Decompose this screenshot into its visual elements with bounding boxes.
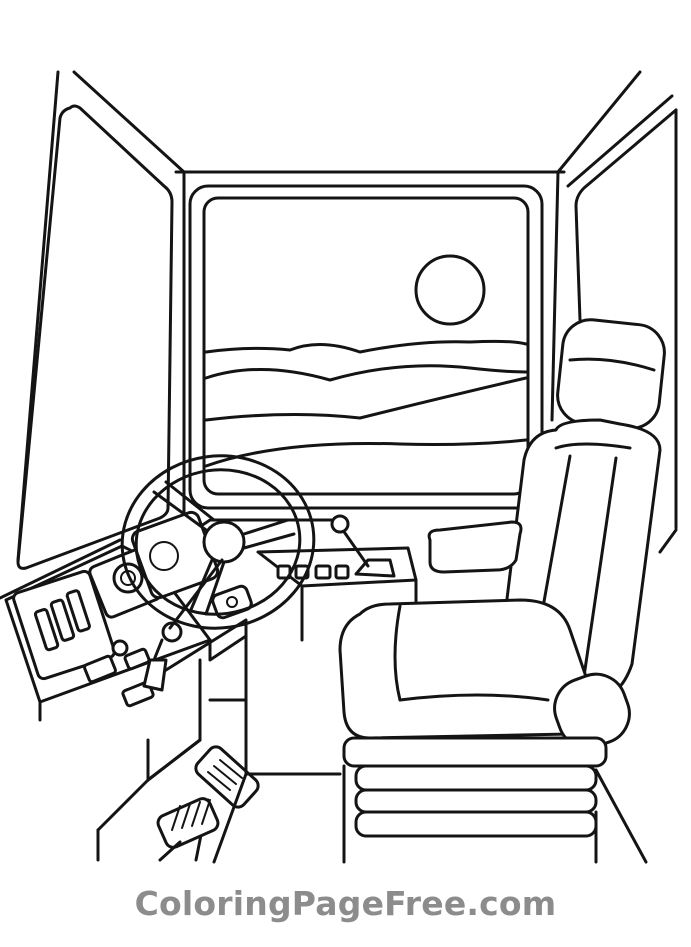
ground-line	[204, 438, 528, 468]
sun	[414, 254, 486, 326]
watermark-label: ColoringPageFree.com	[134, 884, 557, 923]
steering-wheel	[120, 454, 316, 630]
floor	[208, 634, 648, 864]
dashboard	[4, 518, 342, 782]
hill-front	[204, 376, 528, 422]
left-side-window	[16, 104, 174, 570]
right-side-window	[574, 108, 678, 554]
windshield	[188, 184, 544, 510]
watermark-text: ColoringPageFree.com	[0, 884, 691, 923]
hill-back	[204, 339, 528, 354]
pedals	[96, 738, 260, 862]
hill-middle	[204, 364, 528, 382]
driver-seat	[338, 318, 666, 864]
